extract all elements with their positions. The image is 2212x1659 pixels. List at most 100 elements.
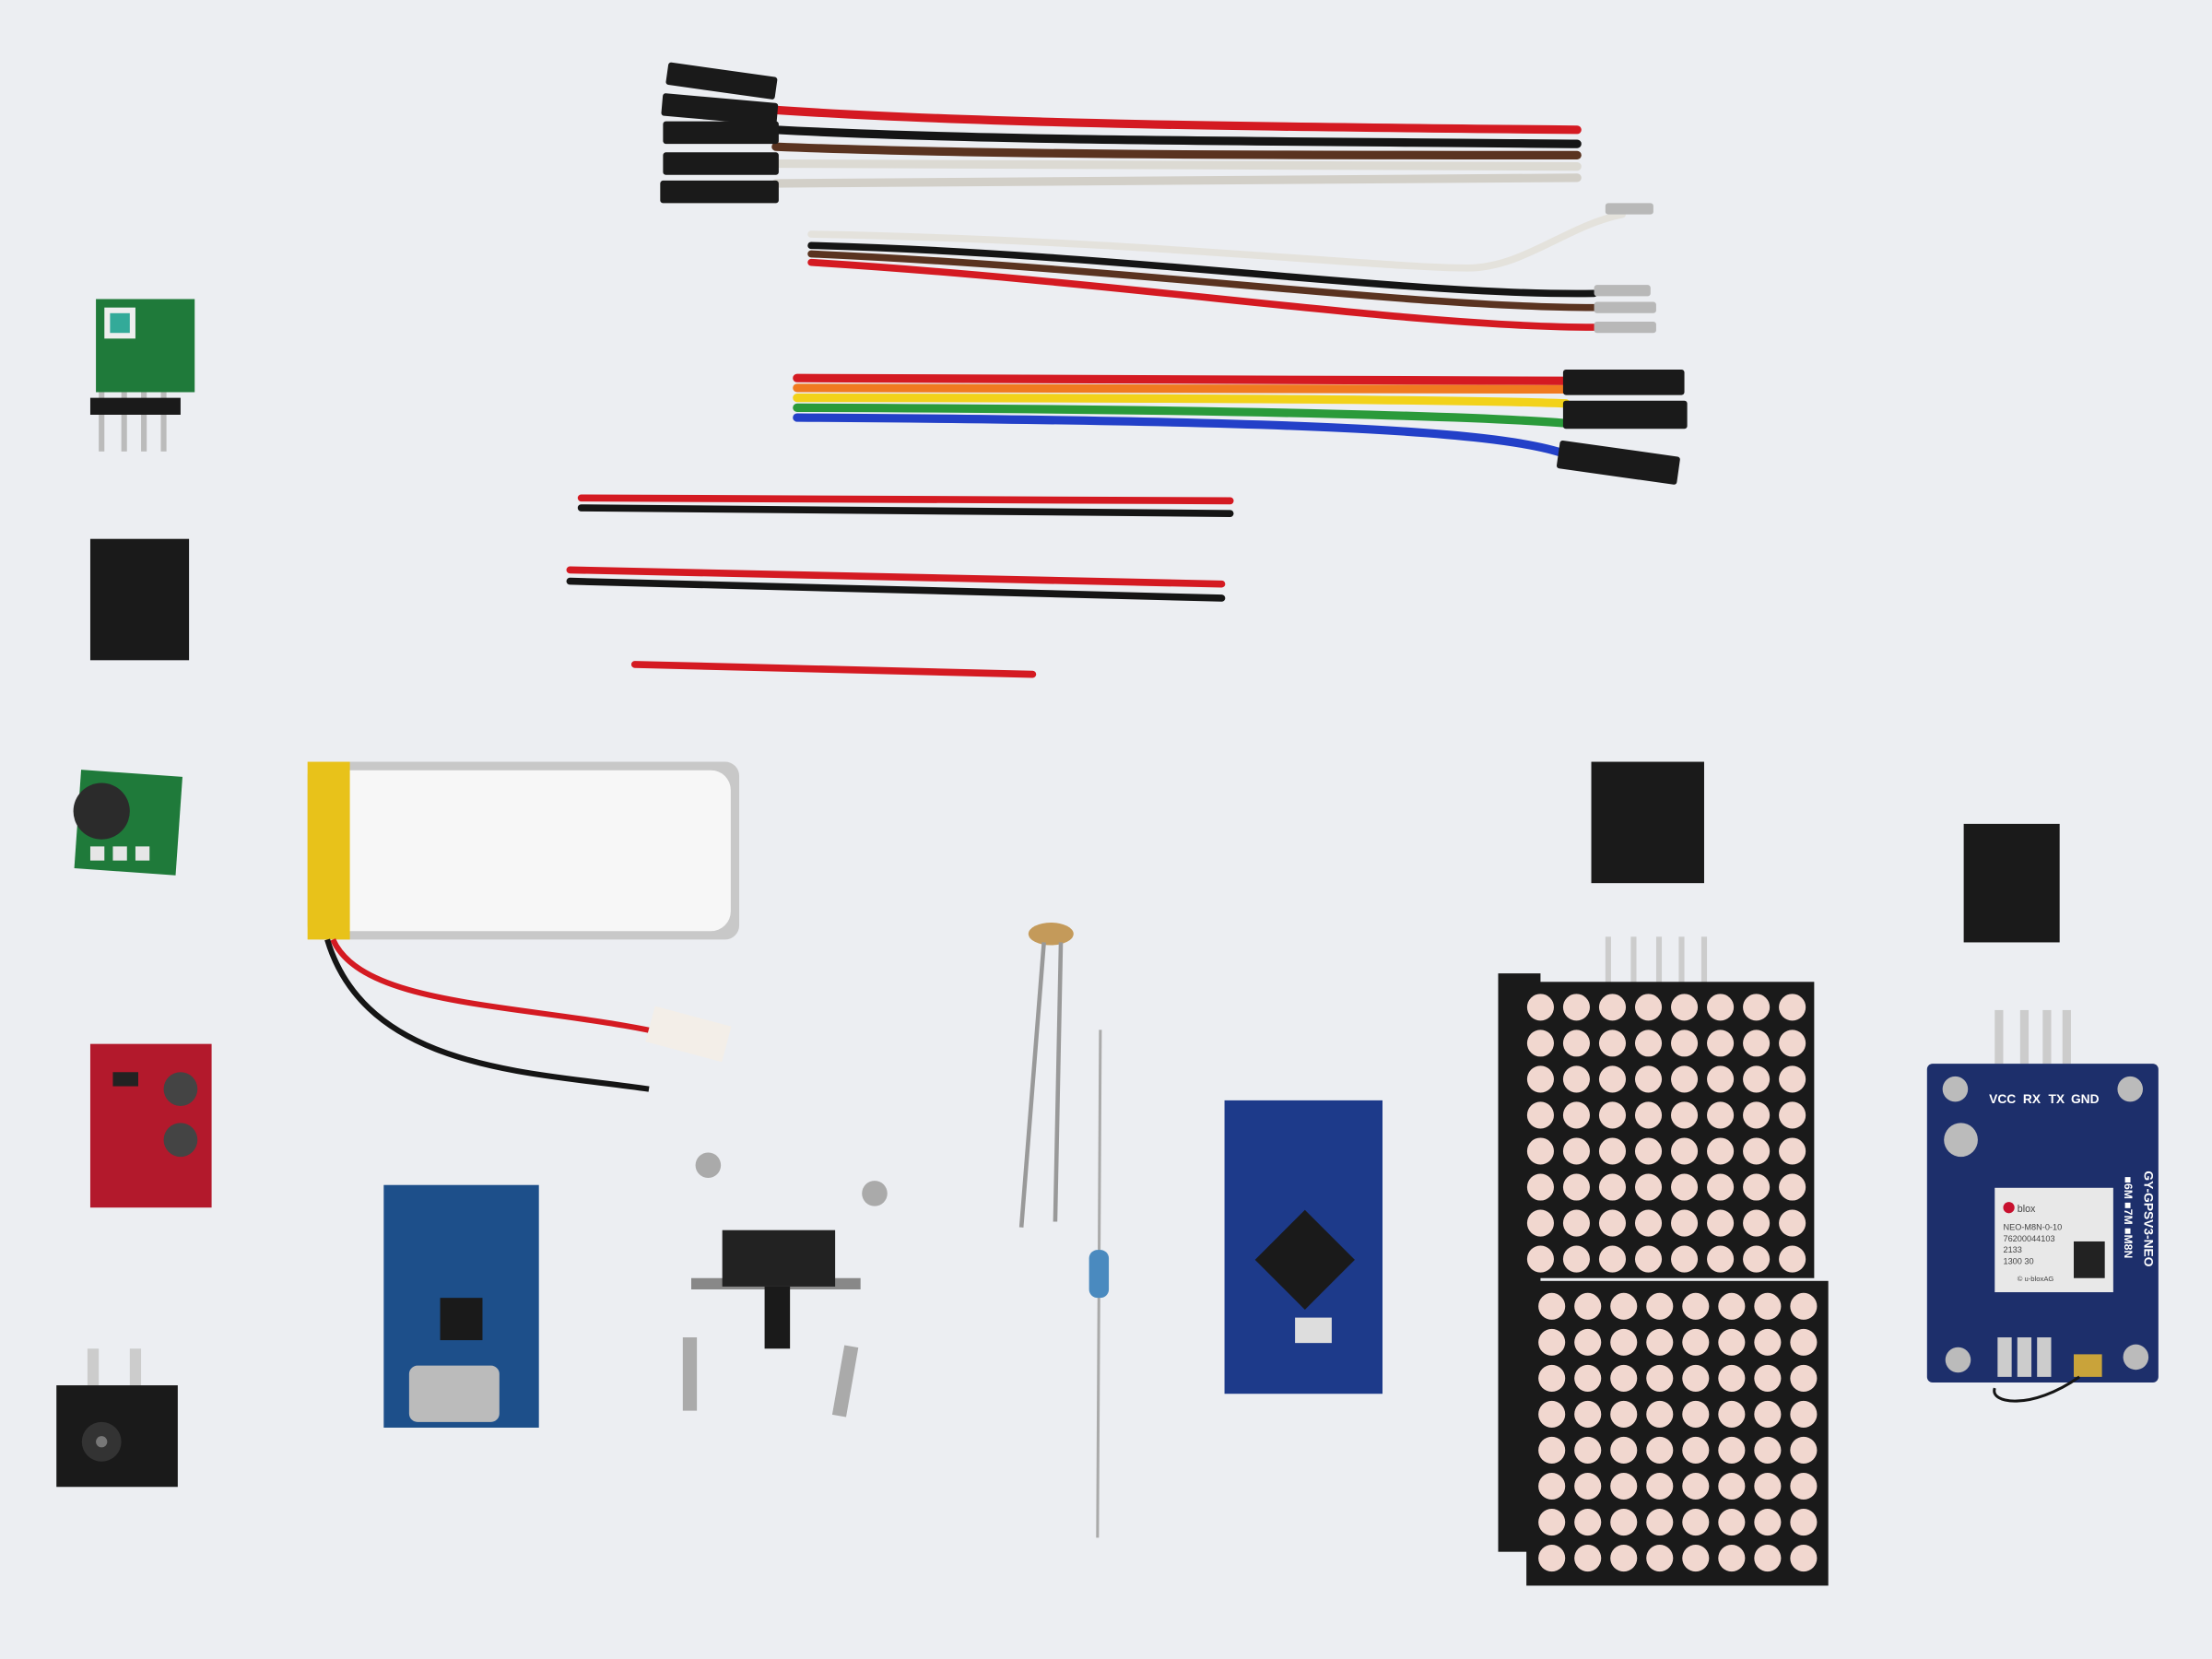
led-dot [1671,1209,1699,1237]
gps-pin-rx: RX [2023,1092,2041,1106]
led-dot [1682,1292,1710,1320]
led-dot [1562,1209,1590,1237]
led-dot [1779,994,1806,1021]
led-dot [1574,1545,1602,1572]
gps-pin-gnd: GND [2071,1092,2100,1106]
led-dot [1634,1030,1663,1057]
led-dot [1526,994,1554,1021]
led-dot [1562,1137,1590,1165]
led-dot [1671,994,1699,1021]
led-dot [1634,1209,1663,1237]
led-dot [1526,1245,1554,1273]
led-dot [1574,1472,1602,1500]
led-dot [1707,1137,1735,1165]
led-dot [1743,1245,1771,1273]
led-dot [1707,1209,1735,1237]
led-dot [1707,1173,1735,1201]
led-dot [1790,1508,1818,1536]
rainbow-ribbon-cable [793,373,1571,459]
led-dot [1718,1436,1746,1465]
gps-chip-line4: 1300 30 [2003,1256,2033,1265]
led-dot [1790,1436,1818,1465]
led-dot [1538,1545,1566,1572]
led-dot [1718,1508,1746,1536]
led-dot [1707,1101,1735,1129]
led-dot [1610,1472,1638,1500]
led-dot [1779,1101,1806,1129]
led-dot [1634,1137,1663,1165]
led-dot [1790,1328,1818,1356]
led-dot [1538,1364,1566,1392]
boost-converter-red [89,1043,212,1208]
gps-chip-serial: 76200044103 [2003,1234,2054,1243]
led-dot [1707,1245,1735,1273]
led-dot [1598,1101,1627,1129]
slide-switch [691,1230,861,1349]
gps-module: VCC RX TX GND GY-GPSV3-NEO ■6M ■7M ■M8N … [1926,1009,2159,1403]
gps-board-name: GY-GPSV3-NEO [2142,1171,2156,1266]
led-dot [1562,994,1590,1021]
led-dot [1718,1400,1746,1428]
led-dot [1718,1292,1746,1320]
led-dot [1779,1030,1806,1057]
led-dot [1574,1328,1602,1356]
led-dot [1646,1436,1674,1465]
led-dot [1610,1292,1638,1320]
led-dot [1598,1245,1627,1273]
led-dot [1718,1545,1746,1572]
led-dot [1754,1472,1782,1500]
led-dot [1634,1101,1663,1129]
led-dot [1598,1173,1627,1201]
gps-datamatrix [2074,1241,2105,1278]
led-dot [1574,1400,1602,1428]
red-black-wire-pairs [566,494,1234,678]
led-dot [1526,1209,1554,1237]
led-dot [1743,1209,1771,1237]
led-dot [1526,1137,1554,1165]
led-dot [1538,1508,1566,1536]
led-dot [1743,994,1771,1021]
led-dot [1562,1065,1590,1093]
led-dot [1754,1364,1782,1392]
led-dot [1779,1065,1806,1093]
led-dot [1538,1328,1566,1356]
gps-chip-line3: 2133 [2003,1245,2021,1254]
led-dot [1562,1173,1590,1201]
led-dot [1707,1030,1735,1057]
led-dot [1671,1245,1699,1273]
led-dot [1574,1364,1602,1392]
gps-pin-vcc: VCC [1989,1092,2016,1106]
gps-chip-footer: © u-bloxAG [2018,1275,2054,1283]
led-dot [1598,1209,1627,1237]
led-dot [1671,1030,1699,1057]
led-dot [1610,1545,1638,1572]
gps-variant-options: ■6M ■7M ■M8N [2122,1177,2135,1259]
led-dot [1718,1472,1746,1500]
led-dot [1610,1400,1638,1428]
led-dot [1646,1400,1674,1428]
washers-screws [682,1152,888,1418]
led-matrix-8x8-dual [1498,936,1829,1586]
led-dot [1718,1364,1746,1392]
led-dot [1754,1400,1782,1428]
led-dot [1634,1173,1663,1201]
led-dot [1598,1065,1627,1093]
female-header-right-1 [1591,761,1704,884]
rgb-led-module [89,299,195,452]
led-dot [1538,1472,1566,1500]
led-dot [1743,1173,1771,1201]
resistor [1088,1030,1110,1538]
led-dot [1682,1472,1710,1500]
led-dot [1562,1030,1590,1057]
led-dot [1754,1328,1782,1356]
led-dot [1646,1545,1674,1572]
led-dot [1790,1292,1818,1320]
led-dot [1682,1364,1710,1392]
boost-converter-green [73,770,182,876]
led-dot [1682,1508,1710,1536]
led-dot [1646,1328,1674,1356]
lipo-battery [307,761,740,1092]
ldr-photoresistor [1018,923,1074,1228]
led-dot [1610,1436,1638,1465]
led-dot [1779,1209,1806,1237]
